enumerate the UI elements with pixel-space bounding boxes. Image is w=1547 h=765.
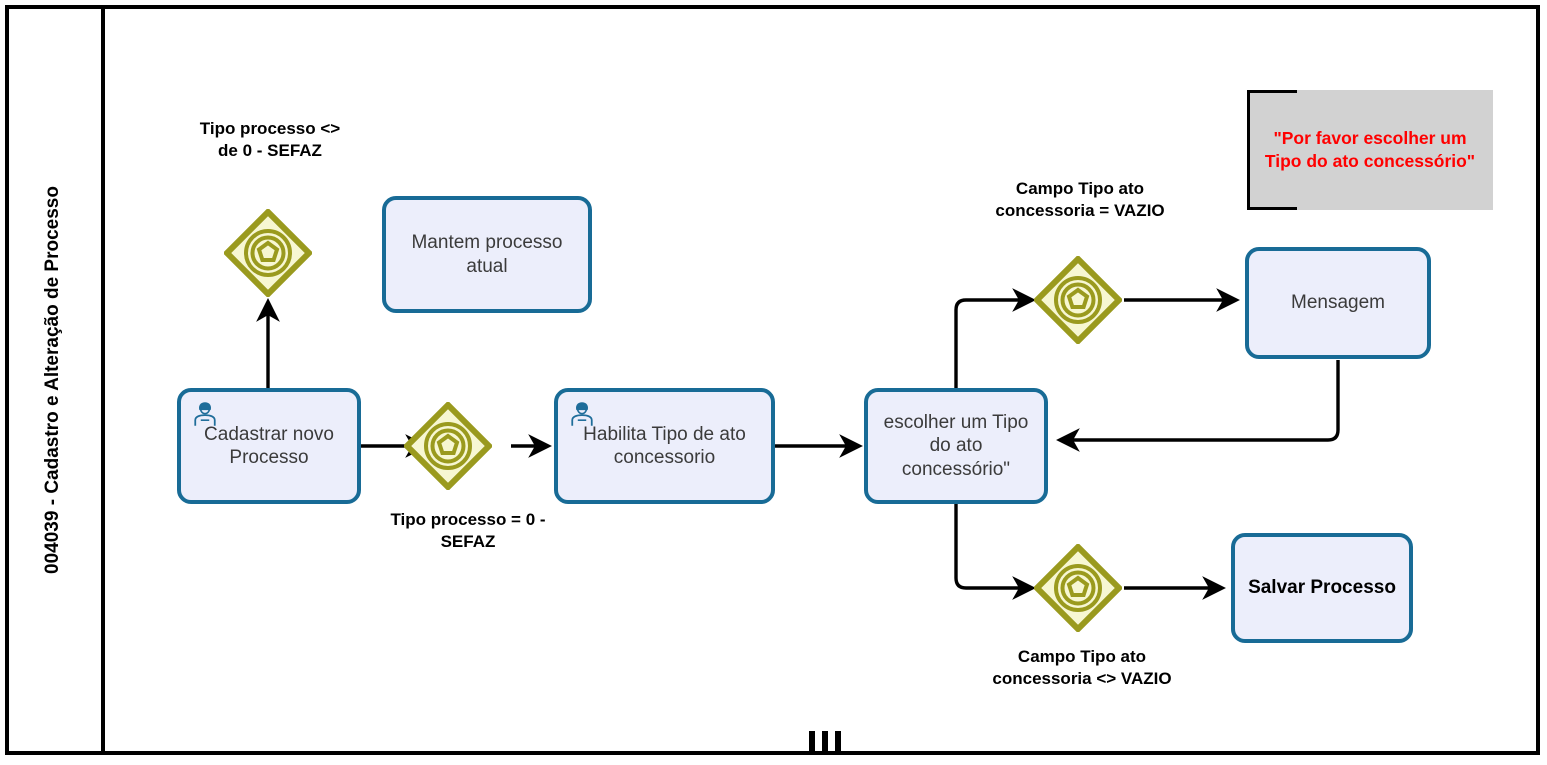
gateway-campo-vazio[interactable] <box>1032 254 1124 346</box>
complex-gateway-icon <box>222 207 314 299</box>
annotation-bracket-bottom <box>1247 207 1297 210</box>
task-label: Mensagem <box>1291 292 1385 314</box>
label-tipo-processo-igual-zero: Tipo processo = 0 - SEFAZ <box>390 510 546 551</box>
annotation-bracket-left <box>1247 90 1250 210</box>
user-icon <box>194 402 216 426</box>
marker-bar <box>835 731 841 754</box>
lane-title-text: 004039 - Cadastro e Alteração de Process… <box>42 186 63 574</box>
flow-escolher-to-gateway-nao-vazio <box>954 504 1036 600</box>
task-mantem-processo-atual[interactable]: Mantem processo atual <box>382 196 592 313</box>
annotation-mensagem-texto: "Por favor escolher um Tipo do ato conce… <box>1247 90 1493 210</box>
flow-escolher-to-gateway-vazio <box>954 288 1036 388</box>
parallel-multi-instance-marker <box>809 731 841 754</box>
task-label: escolher um Tipo do ato concessório" <box>883 412 1029 480</box>
flow-mensagem-back-to-escolher <box>1056 360 1340 452</box>
lane-divider <box>101 5 105 755</box>
complex-gateway-icon <box>1032 542 1124 634</box>
lane-title: 004039 - Cadastro e Alteração de Process… <box>5 5 101 755</box>
label-campo-tipo-ato-nao-vazio: Campo Tipo ato concessoria <> VAZIO <box>992 647 1172 688</box>
marker-bar <box>809 731 815 754</box>
task-label: Salvar Processo <box>1248 577 1396 599</box>
complex-gateway-icon <box>402 400 494 492</box>
marker-bar <box>822 731 828 754</box>
task-escolher-tipo-ato-concessorio[interactable]: escolher um Tipo do ato concessório" <box>864 388 1048 504</box>
task-label: Cadastrar novo Processo <box>204 423 334 468</box>
gateway-tipo-processo-diferente-zero[interactable] <box>222 207 314 299</box>
pool-frame <box>5 5 1540 755</box>
complex-gateway-icon <box>1032 254 1124 346</box>
task-label: Habilita Tipo de ato concessorio <box>583 423 746 468</box>
task-habilita-tipo-ato-concessorio[interactable]: Habilita Tipo de ato concessorio <box>554 388 775 504</box>
task-salvar-processo[interactable]: Salvar Processo <box>1231 533 1413 643</box>
gateway-tipo-processo-split[interactable] <box>402 400 494 492</box>
label-campo-tipo-ato-vazio: Campo Tipo ato concessoria = VAZIO <box>995 179 1165 220</box>
label-tipo-processo-diferente-zero: Tipo processo <> de 0 - SEFAZ <box>199 119 341 160</box>
gateway-campo-nao-vazio[interactable] <box>1032 542 1124 634</box>
annotation-bracket-top <box>1247 90 1297 93</box>
task-mensagem[interactable]: Mensagem <box>1245 247 1431 359</box>
task-label: Mantem processo atual <box>411 232 563 277</box>
task-cadastrar-novo-processo[interactable]: Cadastrar novo Processo <box>177 388 361 504</box>
user-icon <box>571 402 593 426</box>
